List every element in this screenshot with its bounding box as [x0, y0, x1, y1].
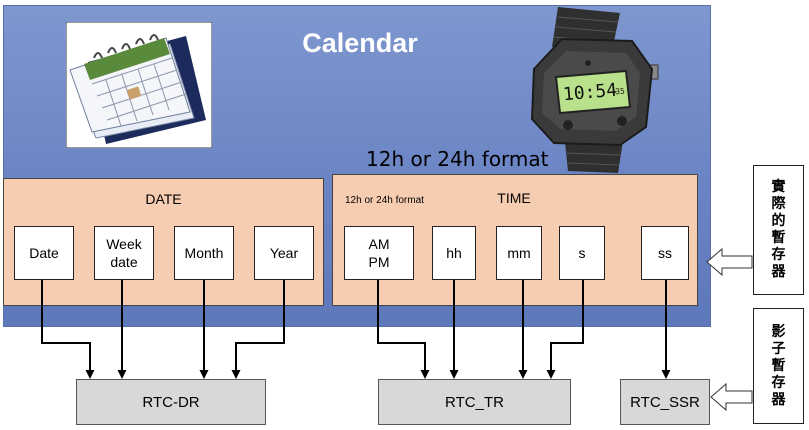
- watch-time: 10:54: [562, 80, 618, 106]
- note-actual-register: 實 際 的 暫 存 器: [753, 165, 804, 295]
- diagram-title: Calendar: [302, 28, 418, 58]
- field-date: Date: [14, 226, 74, 280]
- hollow-arrow-actual-register: [706, 247, 753, 277]
- field-year: Year: [254, 226, 314, 280]
- hollow-arrow-shadow-register: [710, 382, 753, 412]
- register-rtc-tr: RTC_TR: [378, 379, 571, 425]
- field-month: Month: [174, 226, 234, 280]
- field-s: s: [559, 226, 605, 280]
- arrow-s-to-rtc-tr: [546, 280, 584, 379]
- field-mm: mm: [496, 226, 542, 280]
- calendar-icon: [65, 21, 213, 149]
- note-shadow-register: 影 子 暫 存 器: [753, 308, 804, 424]
- field-hh: hh: [432, 226, 476, 280]
- watch-icon: 10:54 35: [530, 7, 659, 173]
- register-rtc-dr: RTC-DR: [76, 379, 266, 425]
- format-caption: 12h or 24h format: [366, 147, 549, 171]
- time-format-note: 12h or 24h format: [345, 195, 424, 206]
- field-ss: ss: [641, 226, 689, 280]
- watch-illustration: 10:54 35: [528, 7, 664, 175]
- arrow-date-to-rtc-dr: [41, 280, 95, 379]
- watch-seconds: 35: [615, 87, 626, 97]
- arrow-am-pm-to-rtc-tr: [377, 280, 430, 379]
- field-am-pm: AM PM: [344, 226, 414, 280]
- register-rtc-ssr: RTC_SSR: [620, 379, 710, 425]
- date-panel-title: DATE: [145, 191, 182, 207]
- calendar-illustration: [65, 21, 213, 149]
- field-week-date: Week date: [94, 226, 154, 280]
- arrow-year-to-rtc-dr: [231, 280, 285, 379]
- time-panel-title: TIME: [497, 190, 531, 206]
